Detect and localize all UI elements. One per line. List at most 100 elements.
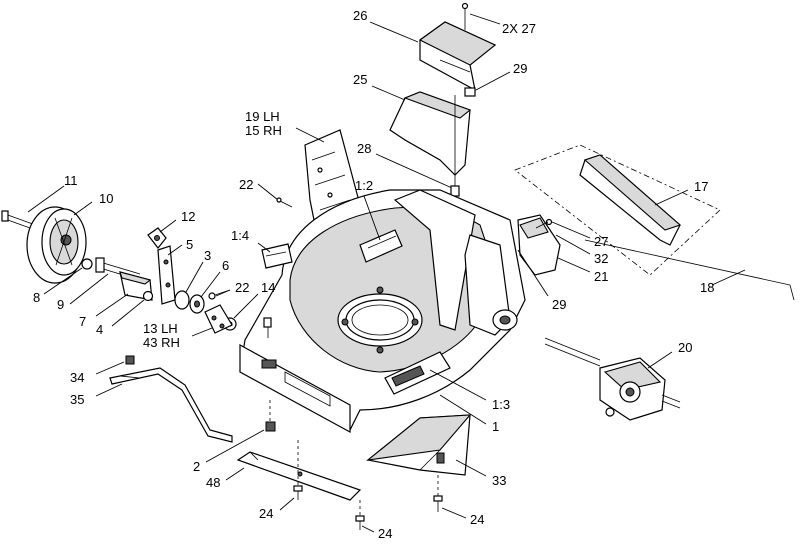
leader-34 xyxy=(95,361,125,375)
part-8-nut xyxy=(81,258,93,270)
part-4-nut xyxy=(142,290,154,302)
leader-12 xyxy=(159,219,177,233)
part-27-screw-top xyxy=(461,2,469,30)
callout-11: 11 xyxy=(64,173,78,188)
leader-7 xyxy=(95,293,129,317)
part-2-nut xyxy=(265,421,276,432)
leader-32 xyxy=(555,234,591,255)
callout-24-bottom: 24 xyxy=(378,526,392,541)
part-18-rod xyxy=(584,239,795,301)
callout-15-rh: 15 RH xyxy=(245,123,282,138)
leader-35 xyxy=(95,383,123,397)
leader-22-mid xyxy=(215,289,231,297)
part-27-screw-right xyxy=(535,218,553,229)
leader-20 xyxy=(647,351,673,369)
part-10-wheel xyxy=(26,206,87,284)
leader-14 xyxy=(233,293,259,319)
part-21-bracket xyxy=(517,214,561,276)
callout-21: 21 xyxy=(594,269,608,284)
part-1-mower-deck xyxy=(239,189,526,434)
part-28-fastener xyxy=(450,185,460,197)
callout-17: 17 xyxy=(694,179,708,194)
callout-1-3: 1:3 xyxy=(492,397,510,412)
leader-28 xyxy=(375,153,453,189)
leader-5 xyxy=(167,244,183,256)
callout-29-top: 29 xyxy=(513,61,527,76)
leader-27-right xyxy=(551,221,591,239)
callout-2: 2 xyxy=(193,459,200,474)
leader-17 xyxy=(654,189,689,206)
callout-9: 9 xyxy=(57,297,64,312)
callout-8: 8 xyxy=(33,290,40,305)
rear-door-dashed-outline xyxy=(514,144,721,276)
part-mount-stud xyxy=(263,317,272,338)
leader-25 xyxy=(371,85,406,101)
part-24-screw-left xyxy=(293,485,303,500)
callout-4: 4 xyxy=(96,322,103,337)
callout-14: 14 xyxy=(261,280,275,295)
callout-1: 1 xyxy=(492,419,499,434)
leader-9 xyxy=(69,273,109,305)
leader-48 xyxy=(225,467,245,481)
callout-20: 20 xyxy=(678,340,692,355)
leader-2 xyxy=(205,429,265,463)
part-17-rear-flap xyxy=(579,154,682,246)
callout-32: 32 xyxy=(594,251,608,266)
leader-29-mid xyxy=(517,249,549,297)
part-5-lever-arm xyxy=(157,245,176,305)
leader-24-right xyxy=(441,507,467,519)
part-48-baffle-plate xyxy=(236,451,362,501)
callout-18: 18 xyxy=(700,280,714,295)
part-25-shield xyxy=(389,91,472,176)
part-34-nut xyxy=(125,355,135,365)
leader-10 xyxy=(73,201,93,216)
leader-24-left xyxy=(279,497,295,511)
leader-8 xyxy=(43,267,83,295)
callout-27-right: 27 xyxy=(594,234,608,249)
part-24-screw-bottom xyxy=(355,515,365,530)
leader-24-bottom xyxy=(361,525,375,533)
leader-6 xyxy=(200,271,221,298)
part-12-lever-knob xyxy=(147,227,167,249)
leader-18 xyxy=(711,269,746,286)
callout-12: 12 xyxy=(181,209,195,224)
callout-48: 48 xyxy=(206,475,220,490)
callout-3: 3 xyxy=(204,248,211,263)
part-26-cover xyxy=(418,21,497,92)
leader-19-15 xyxy=(295,127,325,143)
part-29-clip-top xyxy=(464,87,476,97)
callout-19-lh: 19 LH xyxy=(245,109,280,124)
callout-13-lh: 13 LH xyxy=(143,321,178,336)
callout-7: 7 xyxy=(79,314,86,329)
callout-33: 33 xyxy=(492,473,506,488)
leader-4 xyxy=(111,299,145,327)
callout-22-mid: 22 xyxy=(235,280,249,295)
callout-25: 25 xyxy=(353,72,367,87)
callout-5: 5 xyxy=(186,237,193,252)
leader-21 xyxy=(557,257,591,273)
leader-26 xyxy=(369,21,419,43)
part-33-front-baffle xyxy=(366,414,472,476)
callout-22-top: 22 xyxy=(239,177,253,192)
callout-24-left: 24 xyxy=(259,506,273,521)
callout-1-4: 1:4 xyxy=(231,228,249,243)
leader-3 xyxy=(185,261,204,293)
leader-29-top xyxy=(475,71,511,91)
callout-1-2: 1:2 xyxy=(355,178,373,193)
callout-24-right: 24 xyxy=(470,512,484,527)
part-24-screw-right xyxy=(433,495,443,512)
leader-33 xyxy=(455,459,487,477)
callout-34: 34 xyxy=(70,370,84,385)
leader-11 xyxy=(27,185,65,213)
callout-10: 10 xyxy=(99,191,113,206)
callout-6: 6 xyxy=(222,258,229,273)
part-35-axle-rod xyxy=(109,367,233,443)
leader-1 xyxy=(439,394,487,425)
part-3-spacer xyxy=(174,290,190,310)
leader-1-3 xyxy=(429,369,487,401)
callout-28: 28 xyxy=(357,141,371,156)
callout-35: 35 xyxy=(70,392,84,407)
part-20-transmission xyxy=(544,337,681,421)
leader-2x27 xyxy=(469,13,501,25)
